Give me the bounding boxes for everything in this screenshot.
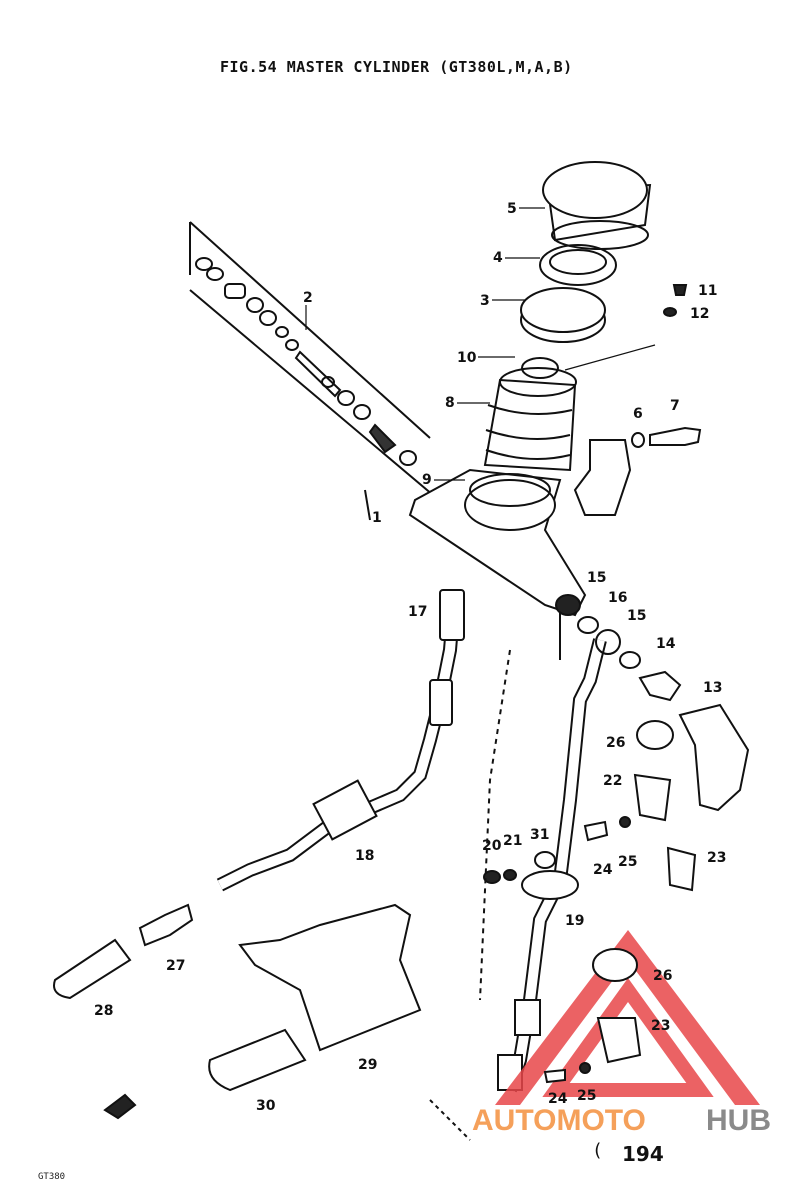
callout-18: 18 [355,848,374,864]
washer-12 [663,307,677,317]
callout-24a: 24 [593,862,613,878]
washer-20 [483,870,501,884]
boot-30 [208,1028,307,1092]
callout-7: 7 [670,398,680,414]
figure-title: FIG.54 MASTER CYLINDER (GT380L,M,A,B) [220,58,573,76]
clamp [573,439,632,516]
brake-hose-19 [497,638,607,1093]
callout-31: 31 [530,827,549,843]
callout-1: 1 [372,510,382,526]
callout-27: 27 [166,958,185,974]
clamp-23b [596,1017,642,1064]
bracket-line [189,221,561,660]
clamp-23a [666,846,697,892]
reservoir-8 [483,367,577,472]
watermark-text-orange: AUTOMOTO [472,1104,646,1137]
callout-23a: 23 [707,850,726,866]
cover-13 [678,703,750,812]
callout-26b: 26 [653,968,672,984]
bracket-29 [238,903,422,1052]
callout-3: 3 [480,293,490,309]
callout-15b: 15 [627,608,646,624]
callout-2: 2 [303,290,313,306]
callout-11: 11 [698,283,717,299]
cushion-26a [636,720,674,750]
callout-15a: 15 [587,570,606,586]
callout-21: 21 [503,833,522,849]
callout-24b: 24 [548,1091,568,1107]
callout-25b: 25 [577,1088,596,1104]
callout-8: 8 [445,395,455,411]
callout-14: 14 [656,636,676,652]
fitting-27 [138,903,194,947]
arrow-mark [103,1093,137,1120]
bolt-7 [649,426,702,446]
callout-13: 13 [703,680,722,696]
cushion-26b [592,948,638,982]
callout-28: 28 [94,1003,113,1019]
watermark-logo [495,930,760,1105]
plate-4 [539,244,617,286]
washer-21 [503,869,517,881]
piston-kit-2 [195,257,417,466]
brake-hose-18 [216,589,465,892]
washer-31 [534,851,556,869]
footer-model-code: GT380 [38,1172,66,1182]
washer-15b [619,651,641,669]
bolt-14 [638,670,682,702]
watermark-text-gray: HUB [706,1104,771,1137]
watermark-triangle [495,930,760,1105]
callout-9: 9 [422,472,432,488]
callout-25a: 25 [618,854,637,870]
callout-17: 17 [408,604,427,620]
page-number: 194 [622,1142,664,1166]
callout-19: 19 [565,913,584,929]
callout-5: 5 [507,201,517,217]
callout-29: 29 [358,1057,377,1073]
union-16 [595,629,621,655]
page-paren: ( [592,1140,603,1161]
washer-25b [579,1062,591,1074]
callout-26a: 26 [606,735,625,751]
screw-11 [672,284,688,296]
callout-12: 12 [690,306,709,322]
callout-10: 10 [457,350,477,366]
callout-30: 30 [256,1098,276,1114]
gasket-10 [521,357,559,379]
callout-6: 6 [633,406,643,422]
washer-25a [619,816,631,828]
boot-28 [53,938,132,1000]
callout-4: 4 [493,250,503,266]
callout-23b: 23 [651,1018,670,1034]
bolt-24a [583,820,609,842]
cap-5 [542,161,652,250]
clamp-22 [633,773,672,822]
bolt-24b [543,1068,566,1084]
callout-20: 20 [482,838,502,854]
callout-16: 16 [608,590,627,606]
callout-22: 22 [603,773,622,789]
cylinder-body-1 [408,468,587,617]
washer-15a [577,616,599,634]
washer-6 [631,432,645,448]
